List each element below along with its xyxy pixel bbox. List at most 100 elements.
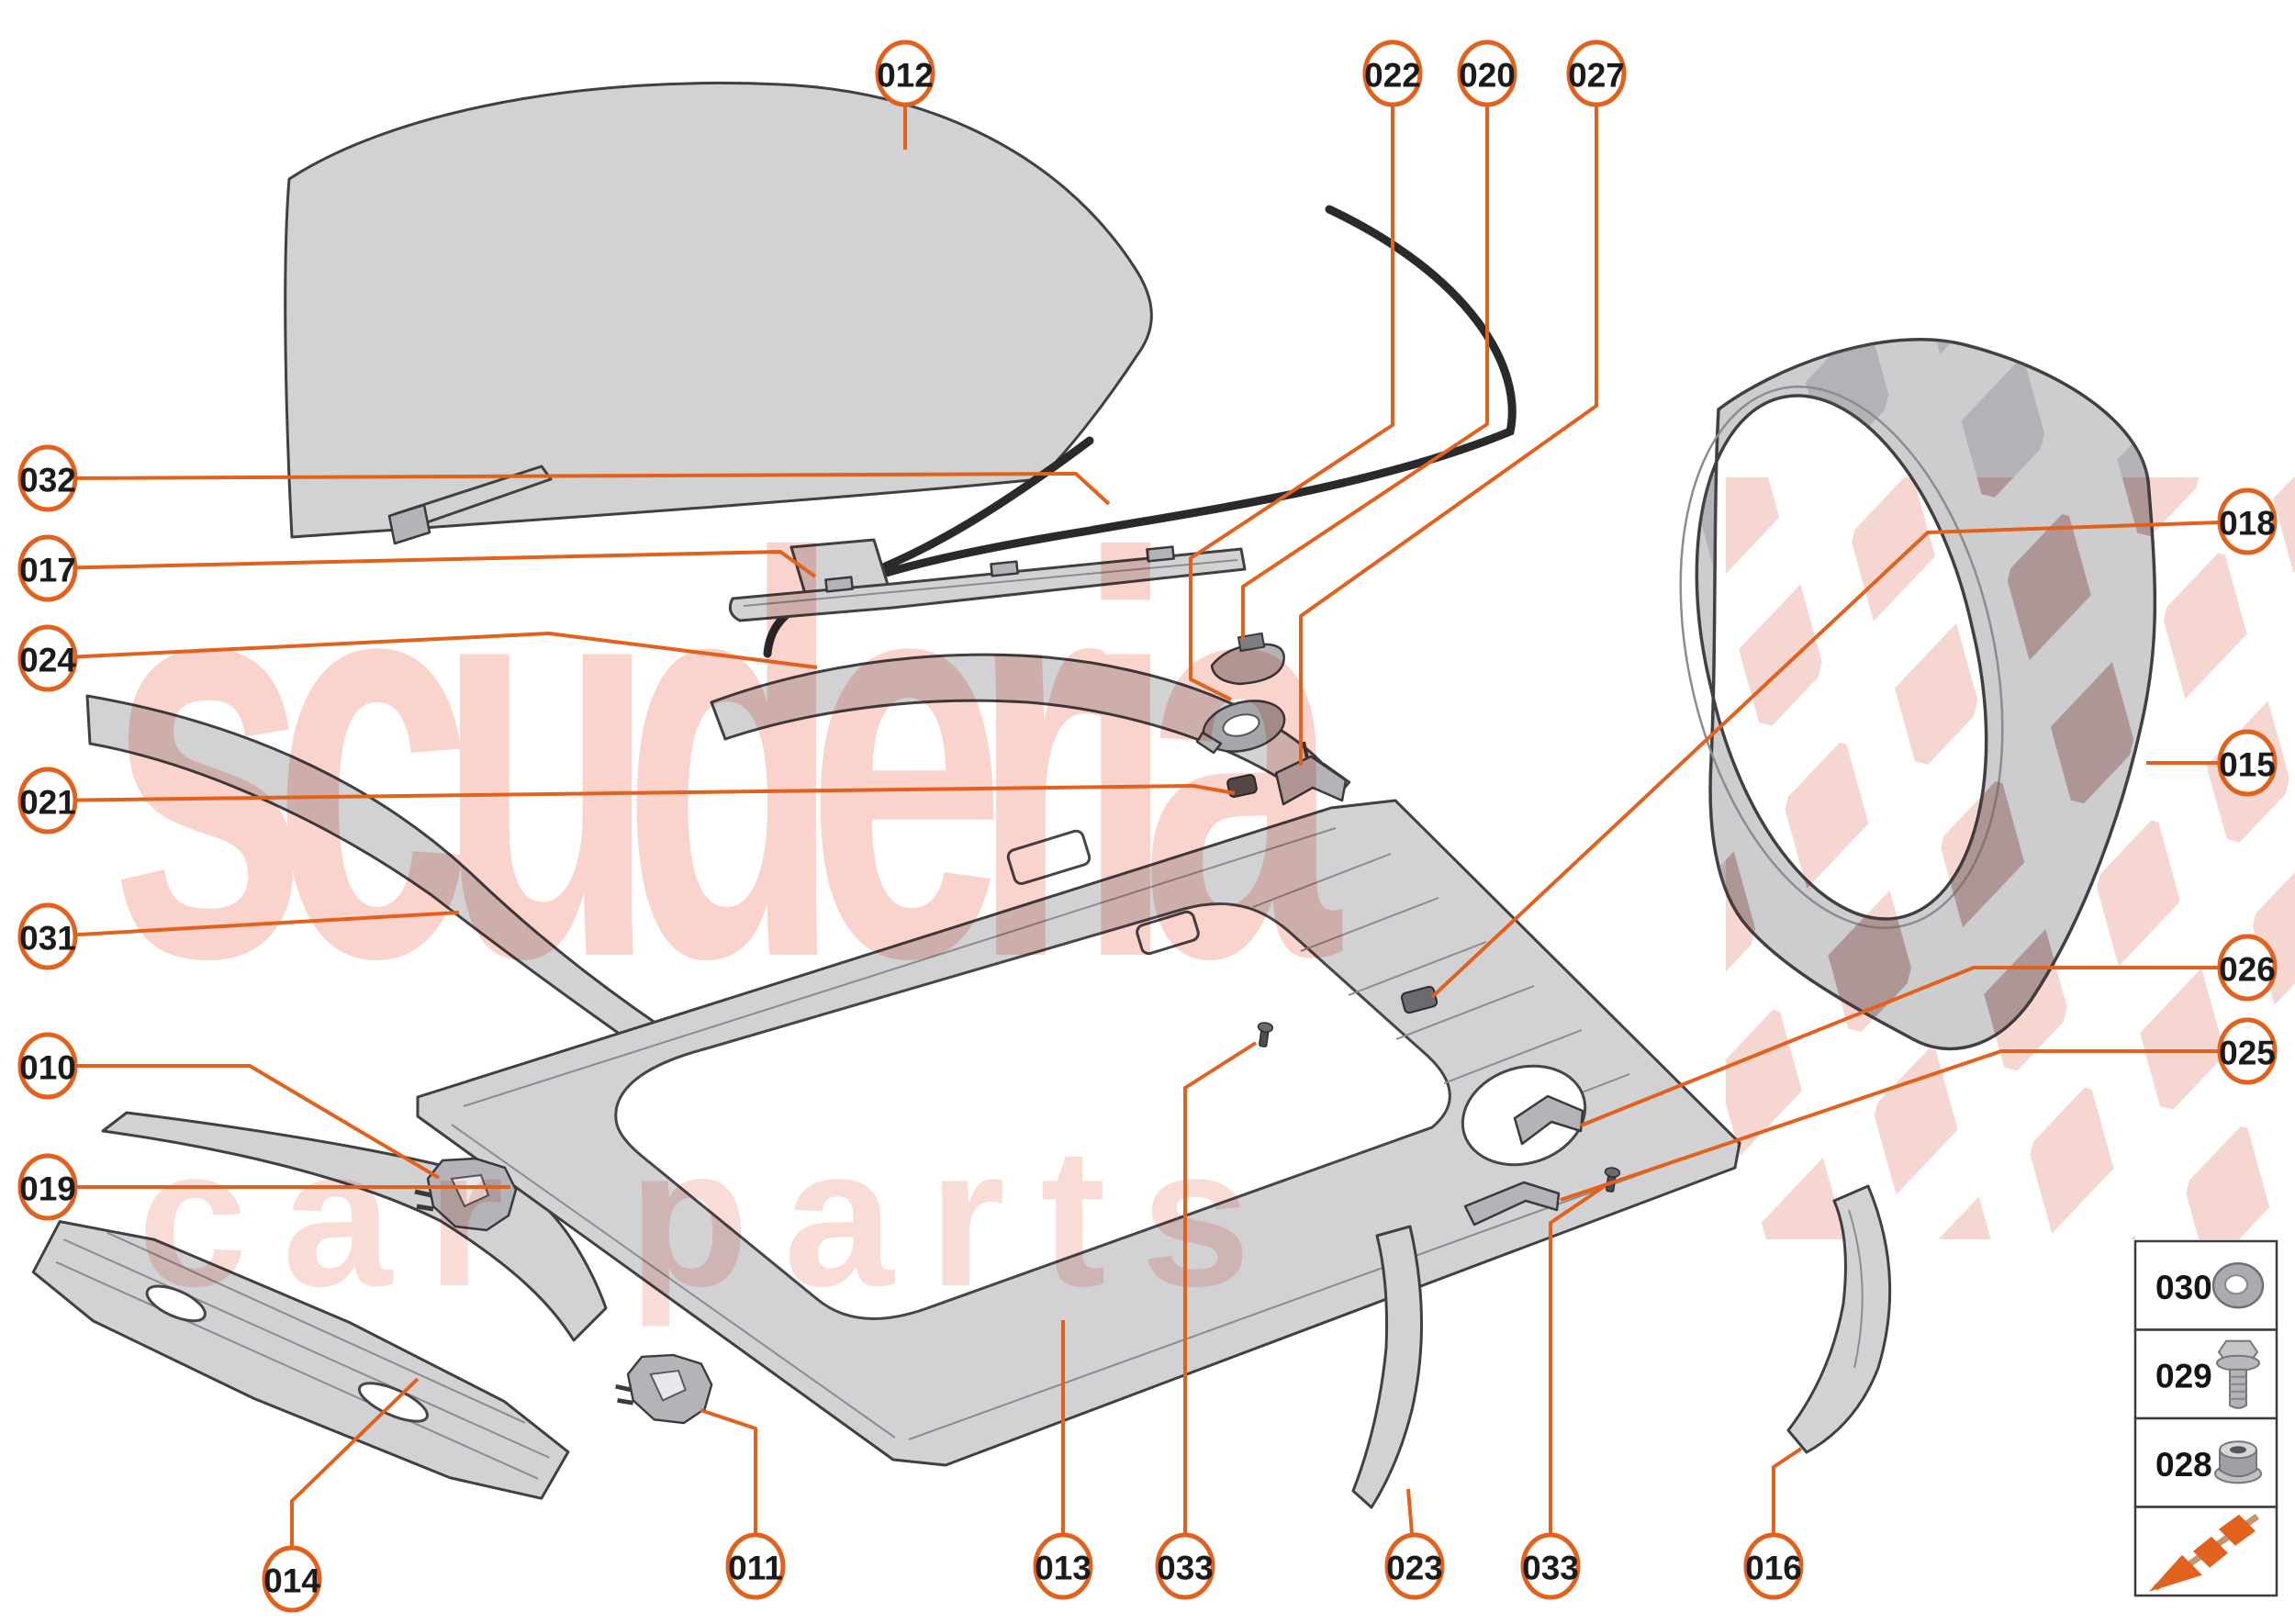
callout-label-024: 024 xyxy=(19,642,76,679)
callout-bubble-010[interactable] xyxy=(17,1032,78,1100)
callout-bubble-012[interactable] xyxy=(875,39,935,107)
callout-label-012: 012 xyxy=(877,57,934,95)
callout-032[interactable]: 032 xyxy=(17,444,1111,512)
callout-label-023: 023 xyxy=(1386,1550,1443,1587)
callout-label-011: 011 xyxy=(728,1550,783,1587)
callout-bubble-033b[interactable] xyxy=(1520,1532,1581,1600)
watermark: scuderia car parts xyxy=(108,440,2295,1327)
callout-leader-031 xyxy=(47,911,460,938)
callout-bubble-018[interactable] xyxy=(2217,487,2278,555)
callout-label-015: 015 xyxy=(2219,746,2276,784)
callout-015[interactable]: 015 xyxy=(2146,729,2278,797)
callout-022[interactable]: 022 xyxy=(1189,39,1423,701)
callout-leader-033a xyxy=(1183,1041,1258,1566)
callout-leader-027 xyxy=(1299,73,1598,766)
drain-channel-rail xyxy=(728,545,1247,622)
legend-row-030: 030 xyxy=(2133,1239,2278,1331)
callout-018[interactable]: 018 xyxy=(1430,487,2278,999)
callout-leader-020 xyxy=(1241,73,1489,639)
hook-bracket xyxy=(1274,741,1348,806)
callout-label-025: 025 xyxy=(2219,1035,2276,1072)
nut-icon xyxy=(2214,1440,2262,1484)
callout-013[interactable]: 013 xyxy=(1033,1320,1093,1600)
corner-bracket xyxy=(1513,1094,1584,1146)
callout-label-031: 031 xyxy=(19,920,76,958)
callout-bubble-019[interactable] xyxy=(17,1153,78,1221)
callout-label-027: 027 xyxy=(1568,57,1625,95)
callout-label-020: 020 xyxy=(1459,57,1516,95)
callout-026[interactable]: 026 xyxy=(1580,934,2278,1127)
watermark-line2: car parts xyxy=(138,1106,1285,1327)
callout-bubble-026[interactable] xyxy=(2217,934,2278,1002)
legend-item-number: 029 xyxy=(2155,1357,2212,1394)
edge-strip xyxy=(1463,1181,1561,1226)
fastener-legend: 030 029 028 xyxy=(2133,1239,2278,1597)
callout-bubble-014[interactable] xyxy=(262,1545,322,1613)
callout-label-016: 016 xyxy=(1745,1550,1802,1587)
callout-leader-024 xyxy=(47,632,818,669)
callout-bubble-015[interactable] xyxy=(2217,729,2278,797)
legend-row-029: 029 xyxy=(2133,1328,2278,1420)
callout-bubble-021[interactable] xyxy=(17,767,78,834)
callout-014[interactable]: 014 xyxy=(262,1377,420,1613)
callout-label-014: 014 xyxy=(263,1562,320,1600)
callout-bubble-025[interactable] xyxy=(2217,1017,2278,1085)
callout-027[interactable]: 027 xyxy=(1299,39,1627,766)
callout-label-021: 021 xyxy=(19,784,76,822)
sunroof-frame xyxy=(416,799,1741,1467)
callout-leader-025 xyxy=(1560,1049,2247,1202)
callout-019[interactable]: 019 xyxy=(17,1153,510,1221)
callout-bubble-031[interactable] xyxy=(17,902,78,970)
callout-bubble-022[interactable] xyxy=(1362,39,1423,107)
callout-021[interactable]: 021 xyxy=(17,767,1236,834)
callout-bubble-032[interactable] xyxy=(17,444,78,512)
callout-label-017: 017 xyxy=(19,552,76,589)
callout-010[interactable]: 010 xyxy=(17,1032,441,1180)
callout-bubble-020[interactable] xyxy=(1457,39,1517,107)
callout-bubble-033a[interactable] xyxy=(1155,1532,1215,1600)
callout-bubble-023[interactable] xyxy=(1384,1532,1445,1600)
callout-label-013: 013 xyxy=(1035,1550,1092,1587)
watermark-line1: scuderia xyxy=(108,440,1343,1076)
callout-leader-026 xyxy=(1580,966,2247,1127)
callout-024[interactable]: 024 xyxy=(17,624,818,692)
callout-031[interactable]: 031 xyxy=(17,902,460,970)
callout-017[interactable]: 017 xyxy=(17,534,817,602)
callout-025[interactable]: 025 xyxy=(1560,1017,2278,1202)
callout-leader-022 xyxy=(1189,73,1394,701)
callout-label-026: 026 xyxy=(2219,951,2276,989)
callout-leader-010 xyxy=(48,1064,441,1180)
legend-item-number: 028 xyxy=(2155,1446,2212,1484)
pillar-blade-trim xyxy=(1351,1225,1424,1509)
washer-icon xyxy=(2211,1262,2265,1309)
callout-bubble-016[interactable] xyxy=(1743,1532,1804,1600)
callout-leader-017 xyxy=(47,550,817,578)
callout-020[interactable]: 020 xyxy=(1241,39,1517,639)
glass-roof-panel xyxy=(284,81,1153,539)
callout-011[interactable]: 011 xyxy=(700,1408,786,1600)
windshield-header-panel xyxy=(31,1220,570,1500)
legend-item-number: 030 xyxy=(2155,1269,2212,1306)
callout-bubble-017[interactable] xyxy=(17,534,78,602)
callout-033b[interactable]: 033 xyxy=(1520,1184,1606,1600)
callout-012[interactable]: 012 xyxy=(875,39,935,150)
callout-label-019: 019 xyxy=(19,1170,76,1208)
callout-leader-011 xyxy=(700,1408,757,1566)
callout-leader-018 xyxy=(1430,520,2248,999)
callout-bubble-011[interactable] xyxy=(725,1532,786,1600)
callout-bubble-024[interactable] xyxy=(17,624,78,692)
header-strip xyxy=(101,1111,608,1342)
legend-row-brand xyxy=(2133,1506,2278,1597)
oval-bracket xyxy=(1195,700,1286,755)
watermark-checker xyxy=(1726,477,2295,1239)
callout-023[interactable]: 023 xyxy=(1384,1488,1445,1600)
callout-label-033a: 033 xyxy=(1157,1550,1214,1587)
callout-033a[interactable]: 033 xyxy=(1155,1041,1258,1600)
callout-016[interactable]: 016 xyxy=(1743,1447,1804,1600)
callout-leader-032 xyxy=(47,472,1111,506)
callout-bubble-013[interactable] xyxy=(1033,1532,1093,1600)
callout-leader-021 xyxy=(47,784,1236,802)
callout-bubble-027[interactable] xyxy=(1566,39,1627,107)
finisher-cap xyxy=(1210,632,1285,686)
